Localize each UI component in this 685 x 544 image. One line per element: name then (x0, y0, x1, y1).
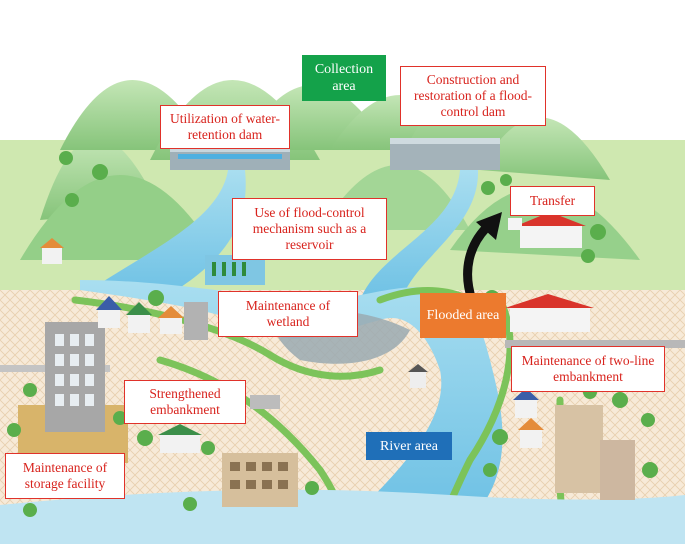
callout-utilization-dam: Utilization of water-retention dam (160, 105, 290, 149)
callout-construction-dam: Construction and restoration of a flood-… (400, 66, 546, 126)
mountain (480, 117, 610, 180)
flooded-area-label: Flooded area (420, 293, 506, 338)
callout-strengthened-embankment: Strengthened embankment (124, 380, 246, 424)
callout-storage-facility: Maintenance of storage facility (5, 453, 125, 499)
callout-two-line-embankment: Maintenance of two-line embankment (511, 346, 665, 392)
road (505, 340, 685, 348)
collection-area-label: Collection area (302, 55, 386, 101)
flood-control-dam (390, 140, 500, 170)
transfer-arrow (463, 223, 491, 305)
river-area-label: River area (366, 432, 452, 460)
dams (170, 138, 500, 170)
office-building (555, 405, 603, 493)
callout-transfer: Transfer (510, 186, 595, 216)
buildings (18, 212, 635, 507)
upper-river-left (90, 170, 246, 300)
upper-river-right (360, 170, 479, 305)
office-building (600, 440, 635, 500)
trees (7, 151, 658, 517)
transfer-arrowhead (476, 212, 502, 240)
callout-reservoir: Use of flood-control mechanism such as a… (232, 198, 387, 260)
sea (0, 489, 685, 544)
callout-wetland: Maintenance of wetland (218, 291, 358, 337)
